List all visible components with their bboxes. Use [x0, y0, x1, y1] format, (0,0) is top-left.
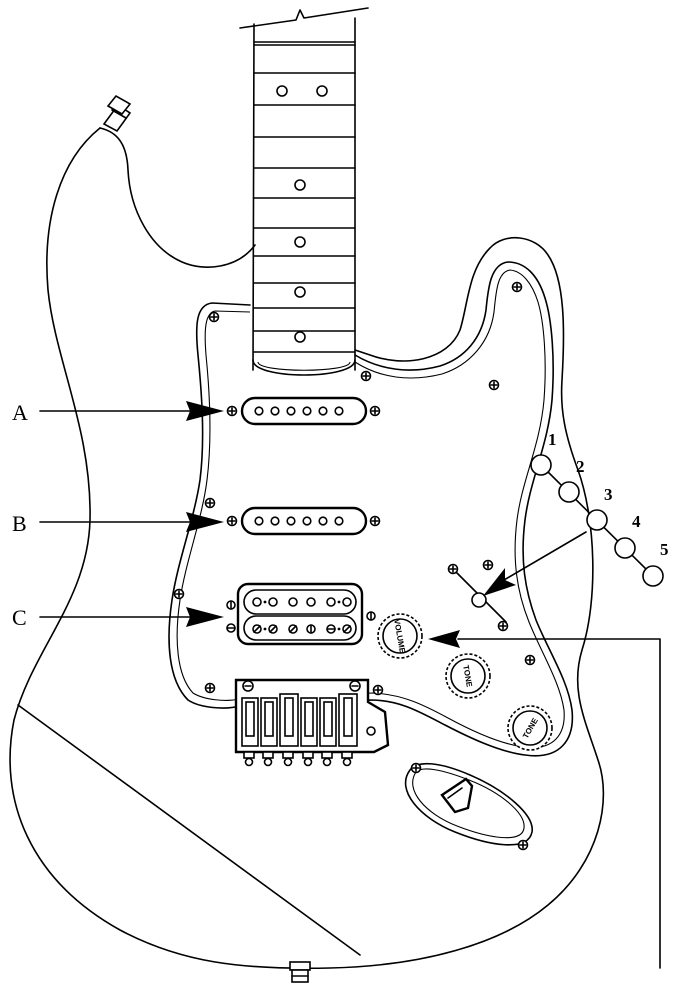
- screw: [447, 563, 459, 575]
- label-c: C: [12, 605, 27, 630]
- switch-position-3: [586, 509, 608, 531]
- tone-knob-1-label: TONE: [461, 664, 474, 688]
- screw: [226, 600, 236, 610]
- tone-knob-2: TONE: [507, 705, 553, 751]
- screw: [488, 379, 500, 391]
- screw: [369, 405, 381, 417]
- tremolo-bridge: [234, 678, 390, 767]
- output-jack: [404, 762, 533, 851]
- switch-position-label-2: 2: [576, 457, 585, 476]
- screw: [369, 515, 381, 527]
- screw: [226, 515, 238, 527]
- screw: [360, 370, 372, 382]
- screw: [410, 762, 422, 774]
- guitar-body-outline: [9, 127, 605, 970]
- pickup-b-single-coil: [226, 506, 381, 536]
- bridge-intonation-screws: [243, 751, 353, 767]
- screw: [226, 623, 236, 633]
- bridge-saddles: [241, 693, 358, 747]
- pickguard-screws: [173, 281, 536, 696]
- pickup-selector-switch: [447, 563, 509, 632]
- label-b: B: [12, 511, 27, 536]
- strap-button-top: [102, 94, 132, 133]
- switch-position-label-1: 1: [548, 430, 557, 449]
- switch-position-label-3: 3: [604, 485, 613, 504]
- screw: [517, 839, 529, 851]
- switch-position-label-4: 4: [632, 512, 641, 531]
- fret-marker-dot: [294, 331, 306, 343]
- screw: [226, 405, 238, 417]
- switch-position-1: [530, 454, 552, 476]
- screw: [511, 281, 523, 293]
- screw: [204, 682, 216, 694]
- fret-marker-dot: [294, 236, 306, 248]
- fret-marker-dot: [294, 286, 306, 298]
- label-a: A: [12, 400, 28, 425]
- strap-button-bottom: [289, 961, 311, 983]
- screw: [497, 620, 509, 632]
- body-upper-horn-right: [99, 127, 256, 268]
- volume-knob: VOLUME: [377, 613, 423, 659]
- tone-knob-1: TONE: [445, 653, 491, 699]
- humbucker-adjust-screws: [252, 624, 352, 634]
- switch-position-label-5: 5: [660, 540, 669, 559]
- switch-position-diagram: 1 2 3 4 5: [530, 430, 669, 587]
- pickup-c-humbucker: [226, 582, 376, 646]
- pickguard-inner-edge: [176, 269, 565, 749]
- leader-arrows: [17, 401, 661, 969]
- screw: [482, 559, 494, 571]
- screw: [366, 611, 376, 621]
- fret-marker-dot: [294, 179, 306, 191]
- screw: [204, 497, 216, 509]
- screw: [524, 654, 536, 666]
- screw: [208, 311, 220, 323]
- fret-marker-dot: [316, 85, 328, 97]
- fret-marker-dot: [276, 85, 288, 97]
- guitar-neck: [239, 7, 369, 376]
- switch-position-2: [558, 481, 580, 503]
- screw: [173, 588, 185, 600]
- pickguard-outline: [168, 261, 574, 757]
- switch-position-4: [614, 537, 636, 559]
- pickup-a-single-coil: [226, 396, 381, 426]
- switch-position-5: [642, 565, 664, 587]
- switch-tip: [471, 592, 487, 608]
- screw: [372, 684, 384, 696]
